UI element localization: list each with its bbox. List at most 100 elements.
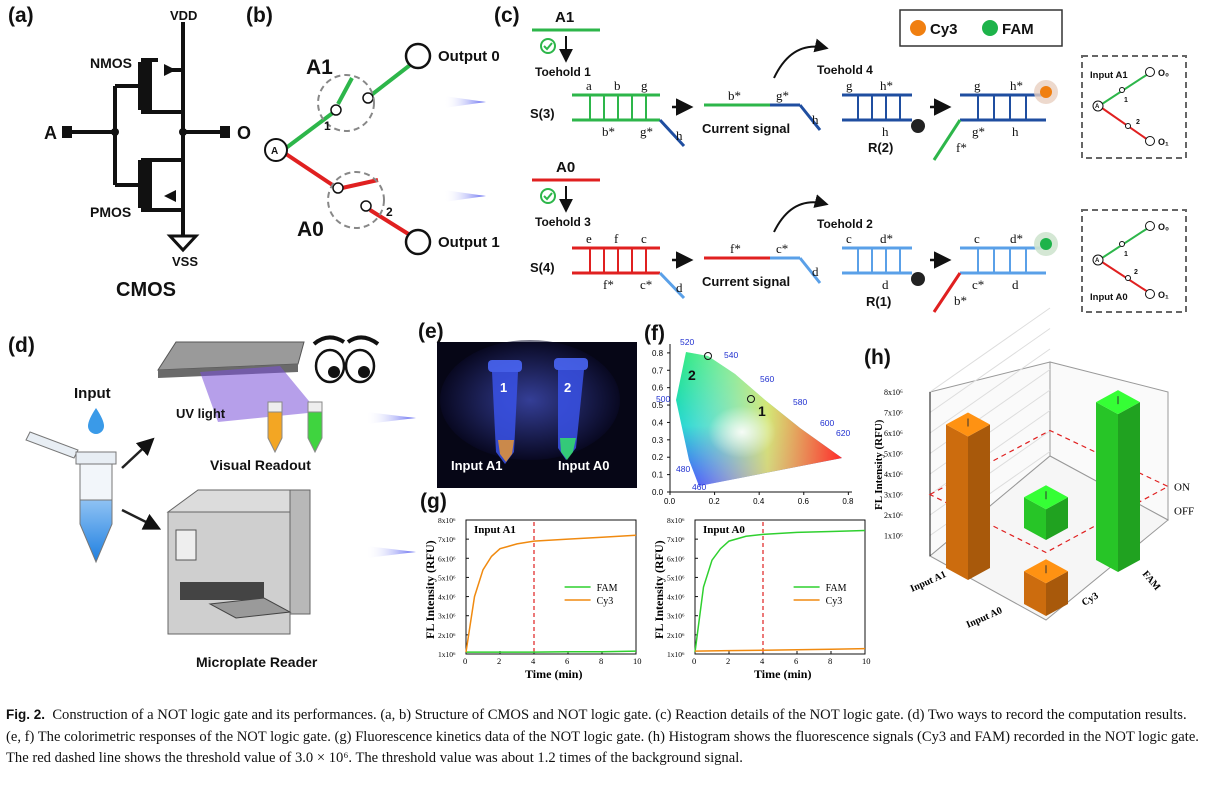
y-tick-label: 6x10⁶ xyxy=(667,554,685,563)
switch-a1-label: A1 xyxy=(306,56,333,79)
y-tick-label: 6x10⁶ xyxy=(438,554,456,563)
panel-b-switch: (b) A Output 0 Output 1 A1 A0 1 2 xyxy=(246,4,500,256)
threshold-on-label: ON xyxy=(1174,482,1190,494)
out-bot-cs: c* xyxy=(972,277,984,292)
inset-a1-o0: O₀ xyxy=(1158,68,1169,78)
cs-top-gs: g* xyxy=(776,88,789,103)
y-tick-label: 2x10⁶ xyxy=(438,631,456,640)
out-bot-bs: b* xyxy=(954,293,967,308)
x-tick-label: 2 xyxy=(497,656,501,666)
vss-label: VSS xyxy=(172,254,198,269)
microplate-reader-icon xyxy=(166,489,311,635)
switch-node-1: 1 xyxy=(324,119,331,133)
cie-x-tick: 0.6 xyxy=(798,497,810,506)
legend-label: FAM xyxy=(597,583,618,594)
visual-readout-label: Visual Readout xyxy=(210,457,311,473)
cie-x-tick: 0.4 xyxy=(753,497,765,506)
r1-ds: d* xyxy=(880,231,893,246)
r1-c: c xyxy=(846,231,852,246)
y-tick-label: 2x10⁶ xyxy=(667,631,685,640)
cy3-legend-icon xyxy=(910,20,926,36)
cie-wl-480: 480 xyxy=(676,464,690,474)
panel-label-c: (c) xyxy=(494,4,520,27)
uv-lamp-icon xyxy=(157,341,318,422)
cie-point-1-marker xyxy=(747,395,755,403)
inset-a0-node-a: A xyxy=(1095,258,1100,264)
plot-frame xyxy=(465,519,637,655)
h-y-tick: 6x10⁶ xyxy=(884,429,903,438)
out-bot-d: d xyxy=(1012,277,1019,292)
panel-label-e: (e) xyxy=(418,320,444,343)
panel-label-g: (g) xyxy=(420,490,447,513)
h-category-label: Input A0 xyxy=(965,605,1004,631)
photo-label-a1: Input A1 xyxy=(451,458,503,473)
cie-y-tick: 0.1 xyxy=(652,471,664,480)
y-tick-label: 4x10⁶ xyxy=(667,593,685,602)
switch-node-2: 2 xyxy=(386,205,393,219)
y-tick-label: 7x10⁶ xyxy=(667,535,685,544)
r2-g: g xyxy=(846,78,853,93)
r1-label: R(1) xyxy=(866,294,891,309)
fam-dye-icon xyxy=(1040,238,1052,250)
panel-a-cmos: (a) VDD VSS NMOS PMOS A O xyxy=(8,4,251,301)
series-line-cy3 xyxy=(465,534,637,653)
uv-light-label: UV light xyxy=(176,406,226,421)
y-tick-label: 5x10⁶ xyxy=(667,573,685,582)
out-bot-ds: d* xyxy=(1010,231,1023,246)
y-tick-label: 5x10⁶ xyxy=(438,573,456,582)
domain-f: f xyxy=(614,231,619,246)
y-tick-label: 1x10⁶ xyxy=(438,650,456,659)
domain-b: b xyxy=(614,78,621,93)
bar-input-a0-fam xyxy=(1096,402,1118,572)
photo-tube2-label: 2 xyxy=(564,380,571,395)
cie-wl-460: 460 xyxy=(692,482,706,492)
switch-input-label: A xyxy=(271,146,278,157)
plot-frame xyxy=(694,519,866,655)
domain-bs: b* xyxy=(602,124,615,139)
y-tick-label: 8x10⁶ xyxy=(667,516,685,525)
vdd-label: VDD xyxy=(170,8,197,23)
cie-wl-600: 600 xyxy=(820,418,834,428)
photo-tube-2 xyxy=(554,358,588,460)
panel-g-kinetics: (g) 1x10⁶ 2x10⁶ 3x10⁶ 4x10⁶ 5x10⁶ 6x10⁶ 7x10⁶ 8… xyxy=(420,490,871,681)
h-y-axis-label: FL Intensity (RFU) xyxy=(873,419,885,510)
x-tick-label: 8 xyxy=(599,656,603,666)
inset-a1-o1: O₁ xyxy=(1158,137,1169,147)
out-top-hs: h* xyxy=(1010,78,1023,93)
x-tick-label: 10 xyxy=(862,656,871,666)
figure-canvas: (a) VDD VSS NMOS PMOS A O xyxy=(8,4,1194,681)
out-top-h: h xyxy=(1012,124,1019,139)
domain-a: a xyxy=(586,78,592,93)
cie-x-tick: 0.0 xyxy=(664,497,676,506)
toehold4-label: Toehold 4 xyxy=(817,63,873,77)
current-signal-top: Current signal xyxy=(702,121,790,136)
nmos-label: NMOS xyxy=(90,55,132,71)
legend-label: Cy3 xyxy=(597,596,614,607)
y-tick-label: 3x10⁶ xyxy=(438,612,456,621)
domain-d: d xyxy=(676,280,683,295)
cie-y-tick: 0.8 xyxy=(652,349,664,358)
cie-y-tick: 0.0 xyxy=(652,488,664,497)
quencher-r2 xyxy=(911,119,925,133)
h-y-tick: 2x10⁶ xyxy=(884,511,903,520)
panel-e-photo: (e) 1 2 Input A1 Input A0 xyxy=(418,320,637,488)
photo-tube1-label: 1 xyxy=(500,380,507,395)
x-tick-label: 6 xyxy=(565,656,569,666)
quencher-r1 xyxy=(911,272,925,286)
bar-input-a1-cy3 xyxy=(946,424,968,580)
eyes-icon xyxy=(312,335,380,384)
chart-title: Input A0 xyxy=(703,524,745,536)
panel-label-h: (h) xyxy=(864,346,891,369)
current-signal-bottom: Current signal xyxy=(702,274,790,289)
cy3-dye-icon xyxy=(1040,86,1052,98)
fluor-legend xyxy=(899,9,1063,47)
bar-input-a0-cy3 xyxy=(1024,571,1046,616)
panel-label-d: (d) xyxy=(8,334,35,357)
cmos-output-label: O xyxy=(237,123,251,143)
inset-a0: Input A0 A 1 2 O₀ O₁ xyxy=(1081,209,1187,313)
droplet-icon xyxy=(88,408,104,434)
x-tick-label: 2 xyxy=(726,656,730,666)
microplate-reader-label: Microplate Reader xyxy=(196,654,318,670)
input-label: Input xyxy=(74,385,111,402)
h-y-tick: 4x10⁶ xyxy=(884,470,903,479)
